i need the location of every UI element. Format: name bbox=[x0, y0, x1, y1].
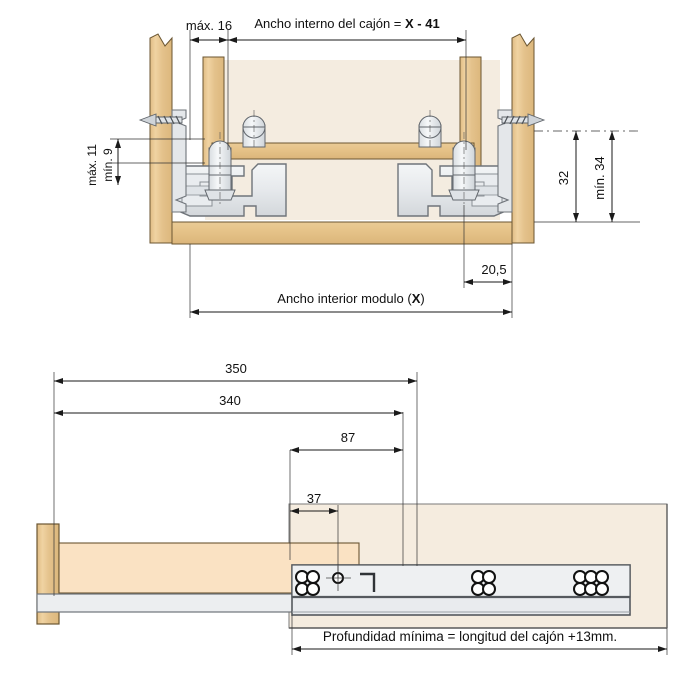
front-section-view: máx. 16 Ancho interno del cajón = X - 41… bbox=[85, 16, 640, 318]
dim-label-module-width: Ancho interior modulo (X) bbox=[277, 291, 424, 306]
dim-label-depth-note: Profundidad mínima = longitud del cajón … bbox=[323, 629, 617, 644]
screw-left bbox=[138, 113, 183, 127]
bolt-left-upper bbox=[242, 110, 266, 150]
cabinet-bracket-left bbox=[171, 109, 187, 213]
slide-detent-hook bbox=[360, 572, 376, 592]
cabinet-bracket-right bbox=[497, 109, 513, 213]
cabinet-base-board bbox=[171, 221, 513, 245]
cabinet-side-panel-left bbox=[149, 33, 173, 244]
hole-group-mid bbox=[471, 570, 496, 596]
dim-label-205: 20,5 bbox=[481, 262, 506, 277]
dim-label-min9: mín. 9 bbox=[101, 148, 115, 182]
dim-label-min34: mín. 34 bbox=[592, 156, 607, 199]
screw-right bbox=[501, 113, 546, 127]
dim-label-350: 350 bbox=[225, 361, 247, 376]
dim-label-37: 37 bbox=[307, 491, 321, 506]
bolt-right-inner bbox=[448, 132, 480, 205]
side-view: 350 340 87 37 Profundidad mínima = longi… bbox=[36, 361, 668, 655]
hole-axis-marker bbox=[326, 566, 351, 591]
dim-label-32: 32 bbox=[556, 171, 571, 185]
bolt-right-upper bbox=[418, 110, 442, 150]
hole-group-front bbox=[295, 570, 320, 596]
dim-label-inner-width: Ancho interno del cajón = X - 41 bbox=[254, 16, 439, 31]
dim-label-87: 87 bbox=[341, 430, 355, 445]
dim-label-340: 340 bbox=[219, 393, 241, 408]
cabinet-side-panel-right bbox=[511, 33, 535, 244]
hole-group-rear bbox=[573, 570, 609, 596]
bolt-left-inner bbox=[204, 132, 236, 205]
dim-label-max16: máx. 16 bbox=[186, 18, 232, 33]
dim-label-max11: máx. 11 bbox=[85, 144, 99, 186]
